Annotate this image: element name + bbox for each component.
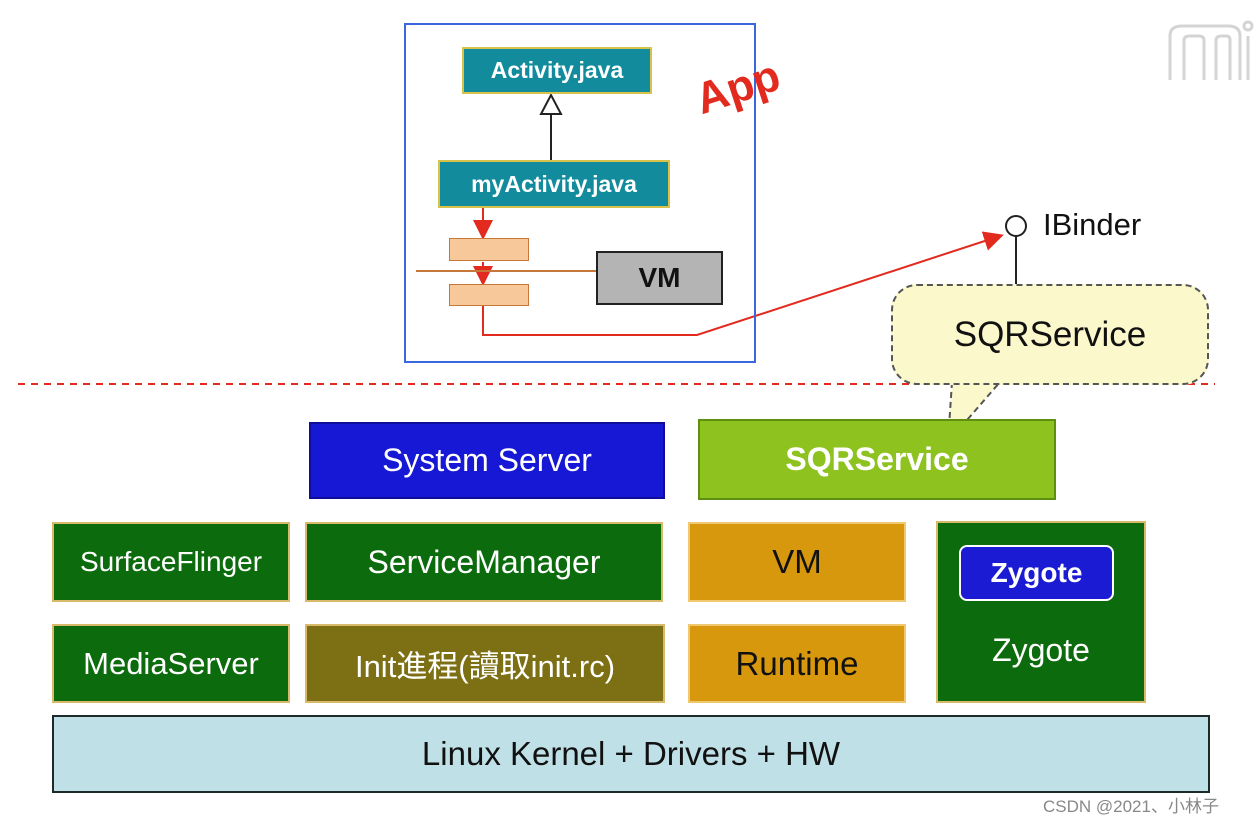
- app-vm-box: VM: [596, 251, 723, 305]
- activity-class-label: Activity.java: [490, 57, 624, 83]
- init-process-box: Init進程(讀取init.rc): [305, 624, 665, 703]
- my-activity-class-box: myActivity.java: [438, 160, 670, 208]
- system-server-label: System Server: [382, 442, 592, 478]
- surface-flinger-box: SurfaceFlinger: [52, 522, 290, 602]
- linux-kernel-label: Linux Kernel + Drivers + HW: [421, 735, 841, 772]
- sqr-service-box: SQRService: [698, 419, 1056, 500]
- app-process-frame: [404, 23, 756, 363]
- linux-kernel-box: Linux Kernel + Drivers + HW: [52, 715, 1210, 793]
- native-vm-label: VM: [772, 543, 822, 580]
- runtime-label: Runtime: [735, 644, 859, 682]
- surface-flinger-label: SurfaceFlinger: [79, 546, 263, 577]
- media-server-box: MediaServer: [52, 624, 290, 703]
- callout-label: SQRService: [953, 314, 1147, 354]
- inheritance-triangle: [539, 92, 563, 115]
- zygote-badge-label: Zygote: [990, 557, 1083, 588]
- sqr-service-label: SQRService: [785, 441, 969, 477]
- system-server-box: System Server: [309, 422, 665, 499]
- sqr-service-callout: SQRService: [891, 284, 1209, 385]
- runtime-box: Runtime: [688, 624, 906, 703]
- zygote-label: Zygote: [992, 632, 1090, 668]
- service-manager-box: ServiceManager: [305, 522, 663, 602]
- zygote-badge: Zygote: [959, 545, 1114, 601]
- call-stack-slot-upper: [449, 238, 529, 261]
- ibinder-port: [1005, 215, 1027, 237]
- native-vm-box: VM: [688, 522, 906, 602]
- corner-logo-icon: [1168, 20, 1254, 80]
- call-stack-slot-lower: [449, 284, 529, 306]
- watermark-text: CSDN @2021、小林子: [1043, 797, 1219, 816]
- service-manager-label: ServiceManager: [367, 543, 601, 580]
- app-vm-label: VM: [638, 262, 681, 293]
- ibinder-label: IBinder: [1043, 207, 1142, 242]
- activity-class-box: Activity.java: [462, 47, 652, 94]
- binder-call-path: [482, 231, 1004, 336]
- init-process-label: Init進程(讀取init.rc): [354, 649, 616, 684]
- media-server-label: MediaServer: [83, 645, 259, 681]
- my-activity-class-label: myActivity.java: [471, 170, 637, 197]
